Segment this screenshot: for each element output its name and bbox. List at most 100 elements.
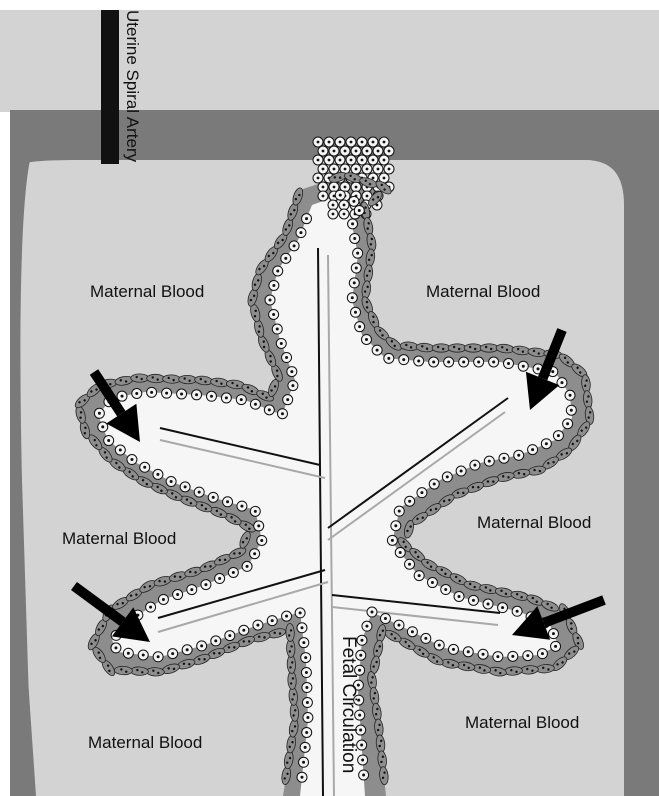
cell-nucleus — [200, 644, 203, 647]
cell-nucleus — [180, 392, 183, 395]
cell-nucleus — [554, 645, 557, 648]
cell-nucleus — [353, 281, 356, 284]
plug-cell-nucleus — [332, 204, 335, 207]
maternal-blood-label-top-left: Maternal Blood — [90, 283, 204, 300]
syncytial-cell — [179, 375, 197, 384]
cell-nucleus — [284, 257, 287, 260]
cell-nucleus — [467, 650, 470, 653]
plug-cell-nucleus — [355, 186, 358, 189]
syncytial-cell — [114, 666, 132, 675]
cell-nucleus — [411, 630, 414, 633]
syncytial-cell — [287, 655, 296, 673]
cell-nucleus — [370, 611, 373, 614]
cell-nucleus — [408, 563, 411, 566]
cell-nucleus — [300, 776, 303, 779]
plug-cell-nucleus — [317, 141, 320, 144]
cell-nucleus — [305, 671, 308, 674]
cell-nucleus — [452, 648, 455, 651]
cell-nucleus — [256, 624, 259, 627]
cell-nucleus — [269, 298, 272, 301]
uterine-spiral-artery-bar — [101, 10, 119, 164]
cell-nucleus — [157, 655, 160, 658]
cell-nucleus — [362, 773, 365, 776]
cell-nucleus — [446, 475, 449, 478]
syncytial-cell — [448, 344, 466, 352]
cell-nucleus — [376, 349, 379, 352]
cell-nucleus — [210, 395, 213, 398]
syncytial-cell — [147, 374, 165, 383]
cell-nucleus — [130, 458, 133, 461]
cell-nucleus — [438, 644, 441, 647]
cell-nucleus — [473, 464, 476, 467]
cell-nucleus — [260, 539, 263, 542]
cell-nucleus — [541, 652, 544, 655]
plug-cell-nucleus — [377, 168, 380, 171]
cell-nucleus — [280, 342, 283, 345]
cell-nucleus — [176, 593, 179, 596]
fetal-circulation-label: Fetal Circulation — [339, 636, 358, 773]
plug-cell-nucleus — [322, 168, 325, 171]
cell-nucleus — [240, 505, 243, 508]
plug-cell-nucleus — [339, 141, 342, 144]
cell-nucleus — [462, 361, 465, 364]
plug-cell-nucleus — [350, 141, 353, 144]
syncytial-cell — [286, 639, 295, 657]
syncytial-cell — [130, 667, 148, 676]
cell-nucleus — [150, 391, 153, 394]
cell-nucleus — [225, 396, 228, 399]
cell-nucleus — [305, 731, 308, 734]
maternal-blood-label-bottom-right: Maternal Blood — [465, 714, 579, 731]
cell-nucleus — [526, 654, 529, 657]
plug-cell-nucleus — [317, 159, 320, 162]
cell-nucleus — [281, 412, 284, 415]
cell-nucleus — [487, 603, 490, 606]
cell-nucleus — [431, 581, 434, 584]
cell-nucleus — [204, 583, 207, 586]
cell-nucleus — [361, 758, 364, 761]
cell-nucleus — [98, 412, 101, 415]
plug-cell-nucleus — [372, 177, 375, 180]
plug-cell-nucleus — [333, 186, 336, 189]
cell-nucleus — [171, 652, 174, 655]
cell-nucleus — [537, 367, 540, 370]
cell-nucleus — [306, 701, 309, 704]
cell-nucleus — [516, 610, 519, 613]
cell-nucleus — [387, 357, 390, 360]
plug-cell-nucleus — [355, 168, 358, 171]
upper-light-band — [0, 10, 659, 112]
plug-cell-nucleus — [322, 150, 325, 153]
plug-cell-nucleus — [388, 150, 391, 153]
cell-nucleus — [351, 222, 354, 225]
plug-cell-nucleus — [366, 150, 369, 153]
plug-cell-nucleus — [344, 186, 347, 189]
plug-cell-nucleus — [361, 159, 364, 162]
syncytial-cell — [131, 374, 149, 382]
cell-nucleus — [365, 625, 368, 628]
cell-nucleus — [135, 392, 138, 395]
maternal-blood-label-mid-left: Maternal Blood — [62, 530, 176, 547]
syncytial-cell — [480, 344, 498, 352]
cell-nucleus — [394, 524, 397, 527]
cell-nucleus — [557, 434, 560, 437]
cell-nucleus — [212, 496, 215, 499]
cell-nucleus — [290, 370, 293, 373]
cell-nucleus — [356, 252, 359, 255]
cell-nucleus — [156, 473, 159, 476]
plug-cell-nucleus — [328, 159, 331, 162]
cell-nucleus — [360, 639, 363, 642]
uterine-spiral-artery-label: Uterine Spiral Artery — [124, 10, 141, 162]
plug-cell-nucleus — [339, 159, 342, 162]
plug-cell-nucleus — [322, 195, 325, 198]
cell-nucleus — [458, 595, 461, 598]
cell-nucleus — [186, 648, 189, 651]
cell-nucleus — [246, 565, 249, 568]
cell-nucleus — [190, 588, 193, 591]
cell-nucleus — [291, 384, 294, 387]
cell-nucleus — [418, 574, 421, 577]
cell-nucleus — [272, 284, 275, 287]
cell-nucleus — [352, 200, 355, 203]
cell-nucleus — [460, 470, 463, 473]
plug-cell-nucleus — [328, 141, 331, 144]
cell-nucleus — [488, 460, 491, 463]
